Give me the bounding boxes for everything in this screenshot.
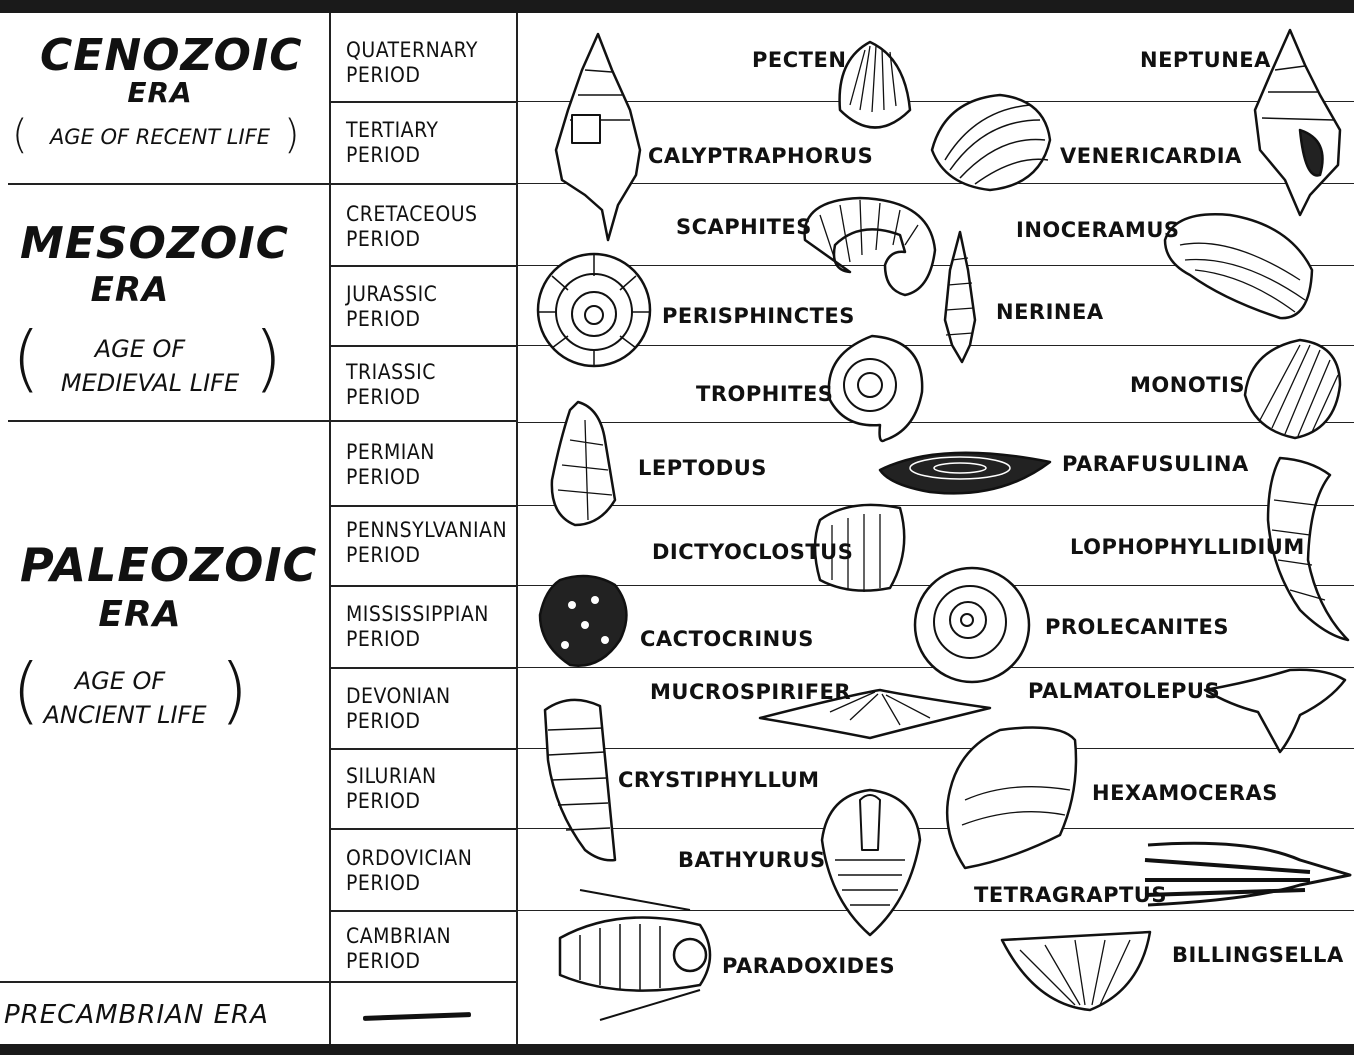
parafusulina-fossil-icon (880, 453, 1050, 494)
label-calyptraphorus: CALYPTRAPHORUS (648, 144, 873, 168)
label-perisphinctes: PERISPHINCTES (662, 304, 855, 328)
label-billingsella: BILLINGSELLA (1172, 943, 1344, 967)
label-bathyurus: BATHYURUS (678, 848, 826, 872)
monotis-shell-icon (1245, 340, 1340, 438)
scaphites-ammonite-icon (805, 198, 935, 295)
perisphinctes-ammonite-icon (538, 254, 650, 366)
label-lophophyllidium: LOPHOPHYLLIDIUM (1070, 535, 1305, 559)
palmatolepus-conodont-icon (1205, 670, 1345, 752)
leptodus-fossil-icon (552, 402, 615, 525)
calyptraphorus-shell-icon (556, 34, 640, 240)
label-venericardia: VENERICARDIA (1060, 144, 1242, 168)
prolecanites-ammonite-icon (915, 568, 1029, 682)
label-hexamoceras: HEXAMOCERAS (1092, 781, 1278, 805)
label-cactocrinus: CACTOCRINUS (640, 627, 814, 651)
label-palmatolepus: PALMATOLEPUS (1028, 679, 1220, 703)
label-inoceramus: INOCERAMUS (1016, 218, 1180, 242)
paradoxides-trilobite-icon (560, 890, 710, 1020)
label-crystiphyllum: CRYSTIPHYLLUM (618, 768, 820, 792)
label-tetragraptus: TETRAGRAPTUS (974, 883, 1167, 907)
inoceramus-shell-icon (1165, 214, 1312, 318)
label-leptodus: LEPTODUS (638, 456, 767, 480)
label-paradoxides: PARADOXIDES (722, 954, 895, 978)
billingsella-shell-icon (1002, 932, 1150, 1010)
crystiphyllum-coral-icon (545, 700, 615, 860)
nerinea-shell-icon (945, 232, 975, 362)
label-prolecanites: PROLECANITES (1045, 615, 1229, 639)
tetragraptus-graptolite-icon (1145, 843, 1350, 905)
label-trophites: TROPHITES (696, 382, 833, 406)
label-nerinea: NERINEA (996, 300, 1104, 324)
bathyurus-trilobite-icon (822, 790, 920, 935)
label-dictyoclostus: DICTYOCLOSTUS (652, 540, 853, 564)
pecten-shell-icon (840, 42, 910, 128)
cactocrinus-crinoid-icon (540, 576, 626, 666)
trophites-ammonite-icon (829, 336, 922, 441)
hexamoceras-shell-icon (947, 728, 1076, 868)
label-neptunea: NEPTUNEA (1140, 48, 1271, 72)
label-pecten: PECTEN (752, 48, 846, 72)
label-parafusulina: PARAFUSULINA (1062, 452, 1249, 476)
label-monotis: MONOTIS (1130, 373, 1245, 397)
venericardia-shell-icon (932, 95, 1050, 190)
label-mucrospirifer: MUCROSPIRIFER (650, 680, 851, 704)
label-scaphites: SCAPHITES (676, 215, 812, 239)
